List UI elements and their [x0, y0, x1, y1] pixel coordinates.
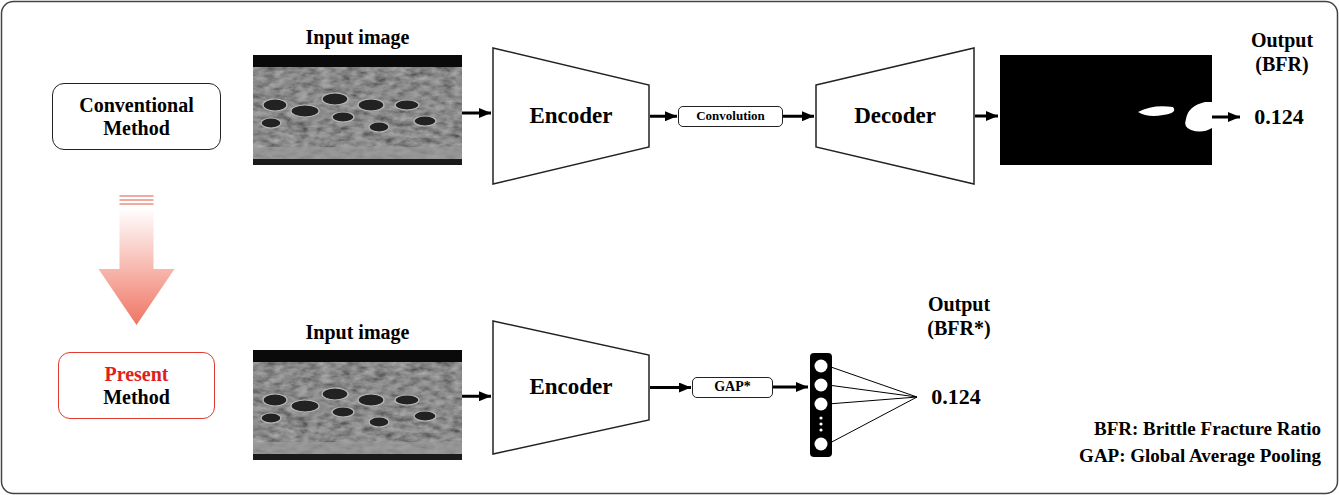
image-panel: Input image: [253, 350, 462, 460]
feature-vector: [810, 353, 832, 457]
trapezoid-outline: [493, 321, 649, 454]
node-text: GAP*: [708, 379, 757, 395]
node-text: 0.124: [931, 384, 981, 409]
transition-arrow: [99, 195, 175, 325]
process-box: Convolution: [678, 106, 783, 127]
flow-arrow: [462, 395, 491, 398]
note-text: BFR: Brittle Fracture Ratio: [1094, 418, 1321, 441]
node-text: Present: [104, 363, 168, 386]
fc-lines: [828, 366, 917, 444]
trapezoid-outline: [816, 48, 974, 184]
node-text: 0.124: [1254, 104, 1304, 129]
encoder-block: Encoder: [492, 47, 650, 185]
node-text: Convolution: [690, 109, 771, 124]
flow-arrow: [773, 386, 808, 389]
node-text: Method: [103, 386, 170, 409]
flow-arrow: [650, 386, 691, 389]
node-text: Encoder: [529, 374, 612, 400]
flow-arrow: [1212, 116, 1240, 119]
encoder-block: Encoder: [492, 320, 650, 455]
decoder-block: Decoder: [815, 47, 975, 185]
process-box: GAP*: [692, 377, 773, 398]
value-node: 0.124: [921, 384, 991, 410]
flow-arrow: [650, 115, 677, 118]
flow-arrow: [975, 115, 998, 118]
output-label: Output (BFR): [1240, 28, 1324, 76]
process-box: Conventional Method: [52, 83, 221, 150]
output-label: Output (BFR*): [914, 292, 1004, 340]
image-heading: Input image: [306, 26, 410, 49]
node-text: Decoder: [854, 103, 936, 129]
fracture-image: [253, 350, 462, 460]
note-text: GAP: Global Average Pooling: [1079, 445, 1321, 468]
image-heading: Input image: [306, 321, 410, 344]
flow-arrow: [783, 115, 814, 118]
value-node: 0.124: [1244, 104, 1314, 130]
image-panel: Input image: [253, 55, 462, 165]
process-box: PresentMethod: [58, 352, 215, 419]
node-text: Conventional Method: [53, 94, 220, 140]
trapezoid-outline: [493, 48, 649, 184]
flow-arrow: [462, 112, 491, 115]
fracture-image: [253, 55, 462, 165]
node-text: Encoder: [529, 103, 612, 129]
segmentation-mask: [1000, 55, 1212, 165]
